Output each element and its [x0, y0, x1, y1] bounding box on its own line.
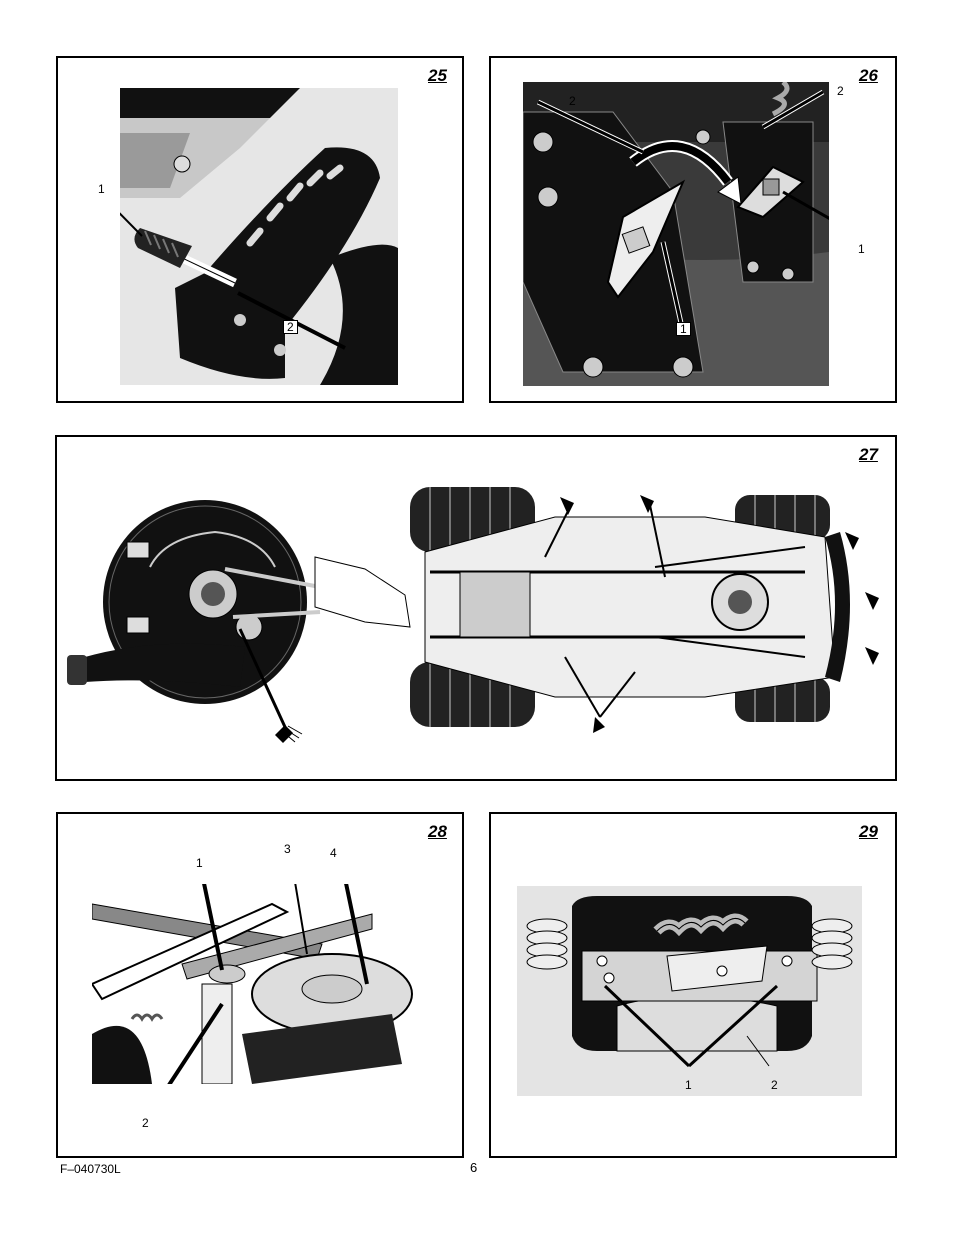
fig25-illustration [120, 88, 398, 385]
callout-3: 3 [284, 842, 291, 856]
figure-28-panel: 28 1 3 4 2 [56, 812, 464, 1158]
figure-26-panel: 26 2 2 1 1 [489, 56, 897, 403]
callout-1-right: 1 [858, 242, 865, 256]
fig26-illustration [523, 82, 829, 386]
callout-1: 1 [196, 856, 203, 870]
callout-4: 4 [330, 846, 337, 860]
fig27-illustration [65, 477, 885, 777]
callout-1: 1 [685, 1078, 692, 1092]
callout-1-center: 1 [676, 322, 691, 336]
page-number: 6 [470, 1160, 477, 1175]
figure-number: 26 [859, 66, 878, 86]
figure-25-panel: 25 1 2 [56, 56, 464, 403]
figure-27-panel: 27 [55, 435, 897, 781]
fig29-illustration [517, 886, 862, 1096]
document-code: F–040730L [60, 1162, 121, 1176]
callout-1: 1 [98, 182, 105, 196]
figure-number: 29 [859, 822, 878, 842]
callout-2: 2 [771, 1078, 778, 1092]
callout-2-right: 2 [837, 84, 844, 98]
figure-number: 25 [428, 66, 447, 86]
callout-2-left: 2 [569, 94, 576, 108]
fig28-illustration [92, 884, 437, 1084]
figure-29-panel: 29 1 2 [489, 812, 897, 1158]
figure-number: 27 [859, 445, 878, 465]
figure-number: 28 [428, 822, 447, 842]
callout-2: 2 [142, 1116, 149, 1130]
callout-2: 2 [283, 320, 298, 334]
